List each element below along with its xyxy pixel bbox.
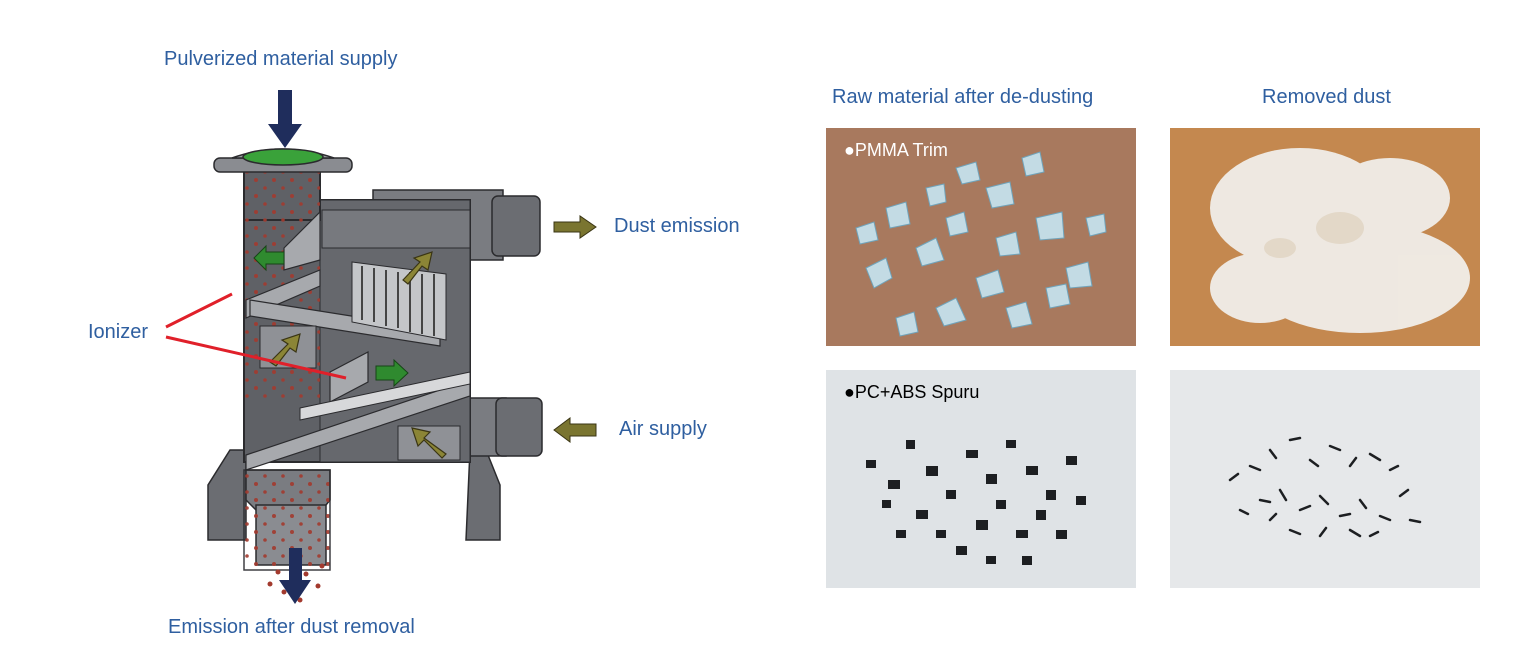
dedusting-machine-diagram (165, 90, 597, 604)
photo-pmma-raw: ●PMMA Trim (826, 128, 1136, 346)
photo-pcabs-dust (1170, 370, 1480, 588)
air-supply-arrow (553, 417, 597, 443)
ionizer-label: Ionizer (88, 321, 149, 343)
supply-arrow (268, 90, 302, 148)
inlet-flange (213, 148, 353, 173)
ionizer-pointers (165, 292, 347, 380)
removed-dust-header: Removed dust (1262, 86, 1391, 108)
raw-material-header: Raw material after de-dusting (832, 86, 1094, 108)
caption-pmma: ●PMMA Trim (844, 140, 948, 160)
emission-arrow (279, 548, 311, 604)
photo-pmma-dust (1170, 128, 1480, 346)
olive-flow-arrows (269, 251, 447, 459)
dust-emission-arrow (553, 215, 597, 239)
supply-label: Pulverized material supply (164, 48, 398, 70)
duct-lower (465, 397, 543, 457)
dust-emission-label: Dust emission (614, 215, 740, 237)
caption-pcabs: ●PC+ABS Spuru (844, 382, 980, 402)
green-flow-arrows (253, 244, 409, 388)
outlet-hopper (243, 469, 331, 571)
photo-pcabs-raw: ●PC+ABS Spuru (826, 370, 1136, 588)
louver-grid (299, 261, 471, 421)
inclined-plates (245, 210, 471, 471)
air-supply-label: Air supply (619, 418, 707, 440)
emission-label: Emission after dust removal (168, 616, 415, 638)
